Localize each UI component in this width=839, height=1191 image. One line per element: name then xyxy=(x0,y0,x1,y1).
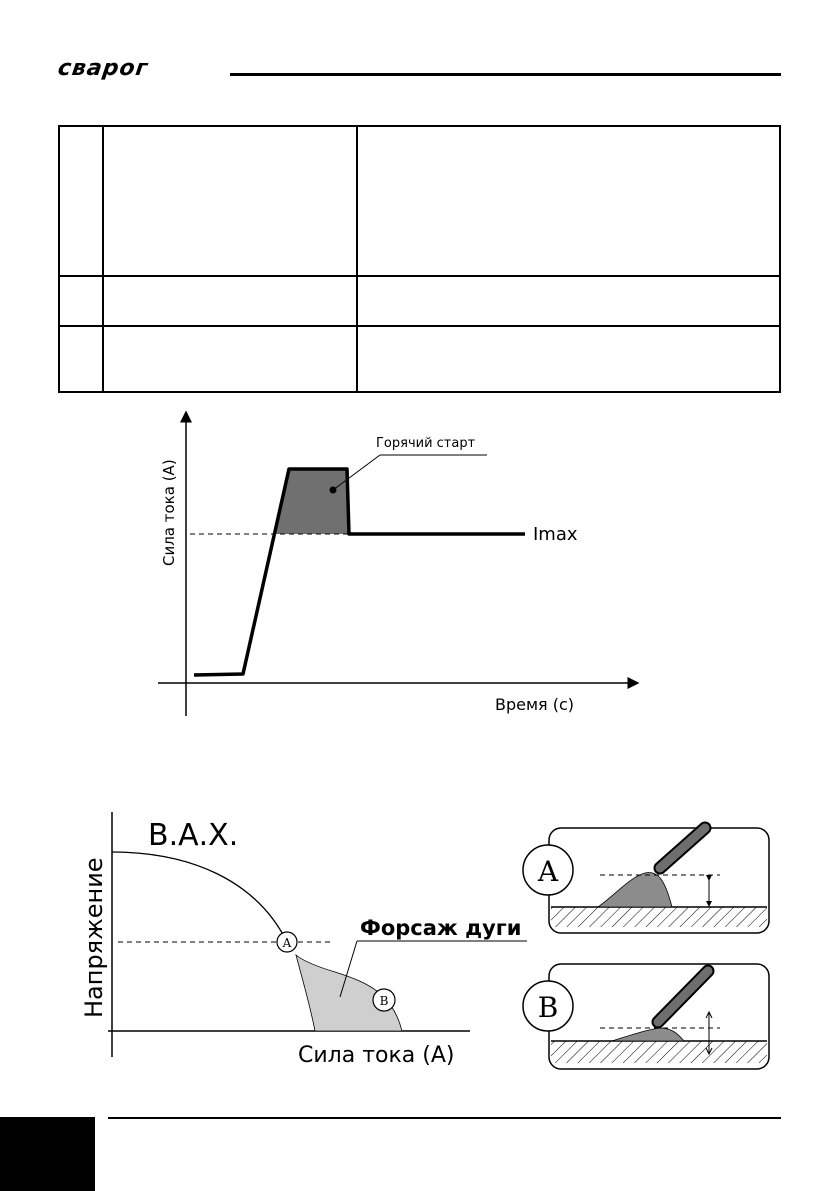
spec-table xyxy=(58,125,781,393)
table-column-divider-1 xyxy=(102,127,104,391)
hot-start-area xyxy=(276,469,349,534)
vah-chart: A B Форсаж дуги В.А.Х. Сила тока (А) Нап… xyxy=(80,812,527,1068)
inset-a-weld-pool xyxy=(596,872,673,908)
table-row-divider-2 xyxy=(60,325,779,327)
current-curve xyxy=(193,467,525,677)
hot-start-label: Горячий старт xyxy=(376,436,476,451)
x-axis-label: Время (с) xyxy=(495,695,574,714)
inset-b: B xyxy=(522,963,770,1070)
inset-a-badge xyxy=(522,844,574,896)
annotation-leader xyxy=(332,454,381,491)
vah-y-axis-label: Напряжение xyxy=(80,857,108,1018)
point-b-label: B xyxy=(380,994,389,1008)
header-rule xyxy=(230,73,781,76)
point-b-circle xyxy=(372,988,396,1012)
table-column-divider-2 xyxy=(356,127,358,391)
inset-b-label: B xyxy=(538,991,559,1024)
annotation-dot xyxy=(329,486,337,494)
inset-a-workpiece xyxy=(551,907,767,927)
hot-start-chart: Горячий старт Imax Время (с) Сила тока (… xyxy=(158,410,640,716)
inset-a: A xyxy=(522,821,770,934)
page-header: сварог xyxy=(0,0,839,100)
arc-force-label: Форсаж дуги xyxy=(360,916,521,940)
vah-curve xyxy=(111,851,288,943)
footer-page-tab xyxy=(0,1117,95,1191)
point-a-circle xyxy=(276,931,298,953)
point-a-label: A xyxy=(282,936,292,950)
vah-x-axis-label: Сила тока (А) xyxy=(298,1043,454,1068)
imax-label: Imax xyxy=(533,524,578,545)
footer-rule xyxy=(108,1117,781,1119)
y-axis-label: Сила тока (А) xyxy=(160,459,178,566)
inset-b-workpiece xyxy=(551,1041,767,1063)
table-row-divider-1 xyxy=(60,275,779,277)
inset-a-label: A xyxy=(537,855,559,888)
vah-title: В.А.Х. xyxy=(148,818,238,853)
inset-b-badge xyxy=(522,980,574,1032)
arc-force-leader xyxy=(339,940,358,998)
